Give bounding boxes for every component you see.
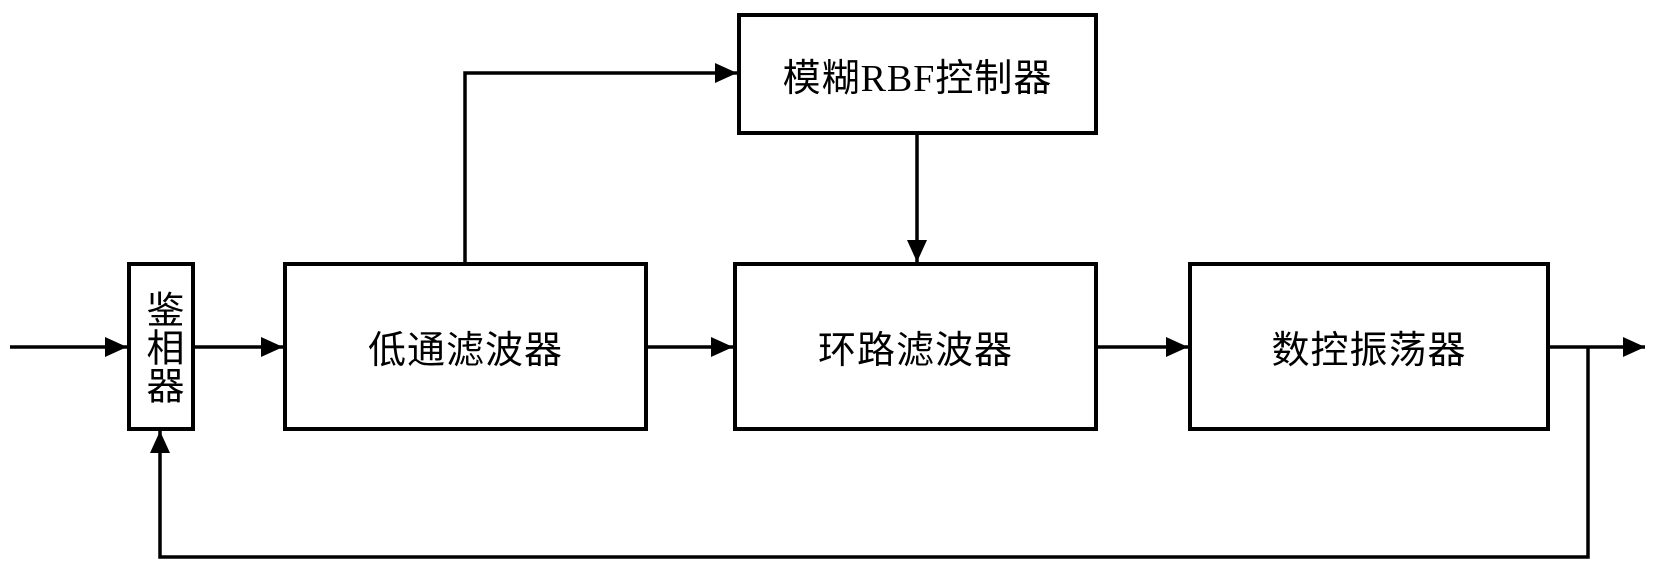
block-low-pass-filter: 低通滤波器 — [283, 262, 648, 431]
block-rbf-controller: 模糊RBF控制器 — [737, 13, 1098, 135]
arrow-lpf-to-rbf-controller — [463, 63, 737, 262]
block-rbf-controller-label: 模糊RBF控制器 — [782, 57, 1053, 100]
feedback-arrow-to-phase-detector — [150, 347, 1590, 559]
block-loop-filter-label: 环路滤波器 — [817, 330, 1013, 372]
block-low-pass-filter-label: 低通滤波器 — [367, 330, 563, 372]
block-nco: 数控振荡器 — [1188, 262, 1550, 431]
block-phase-detector-label: 鉴相器 — [140, 289, 182, 404]
block-nco-label: 数控振荡器 — [1271, 330, 1467, 372]
block-phase-detector: 鉴相器 — [127, 262, 195, 431]
block-loop-filter: 环路滤波器 — [733, 262, 1098, 431]
